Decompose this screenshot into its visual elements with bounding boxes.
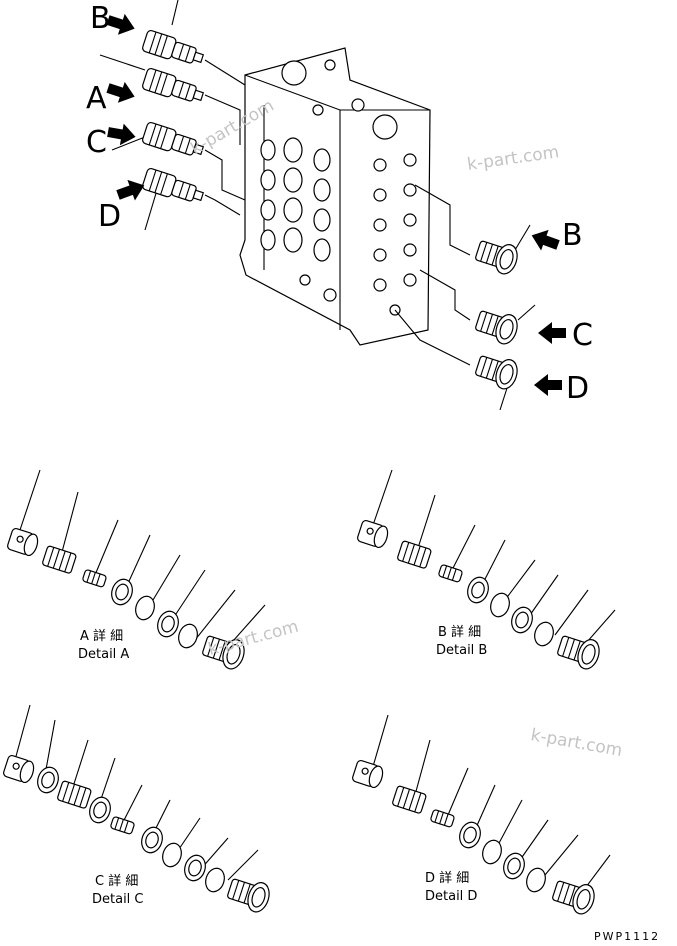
detail-b-en: Detail B [436,643,487,658]
plug-d-right [472,350,522,393]
body-ports-left [260,137,337,302]
detail-c-jp: C 詳 細 [95,873,138,889]
detail-a-group: A 詳 細 Detail A [6,469,266,673]
detail-c-group: C 詳 細 Detail C [2,704,274,916]
detail-b-group: B 詳 細 Detail B [356,469,616,673]
arrow-a-top [104,77,139,108]
label-b-right: B [562,218,583,253]
arrow-b-right [527,225,562,256]
watermark-3: k-part.com [206,617,301,660]
label-c-top: C [86,125,107,160]
label-d-top: D [98,199,121,234]
detail-b-jp: B 詳 細 [438,624,481,640]
arrow-d-right [534,374,562,396]
label-d-right: D [566,371,589,406]
plug-a-top [141,66,207,108]
plug-c-right [472,305,522,348]
detail-d-en: Detail D [425,889,477,904]
plug-b-right [472,235,522,278]
plug-d-top [141,166,207,208]
drawing-code: PWP1112 [594,930,660,943]
body-ports-right [373,153,417,316]
watermark-1: k-part.com [466,142,560,175]
label-c-right: C [572,318,593,353]
leader-lines-top [99,0,536,411]
label-a-top: A [86,81,107,116]
valve-body [239,47,431,346]
arrow-c-right [538,322,566,344]
detail-c-en: Detail C [92,892,144,907]
watermark-4: k-part.com [529,725,624,761]
detail-a-jp: A 詳 細 [80,628,123,644]
detail-a-en: Detail A [78,647,129,662]
detail-d-group: D 詳 細 Detail D [351,714,611,918]
detail-d-jp: D 詳 細 [425,870,469,886]
plug-b-top [141,28,207,70]
arrow-c-top [106,121,138,148]
label-b-top: B [90,1,111,36]
